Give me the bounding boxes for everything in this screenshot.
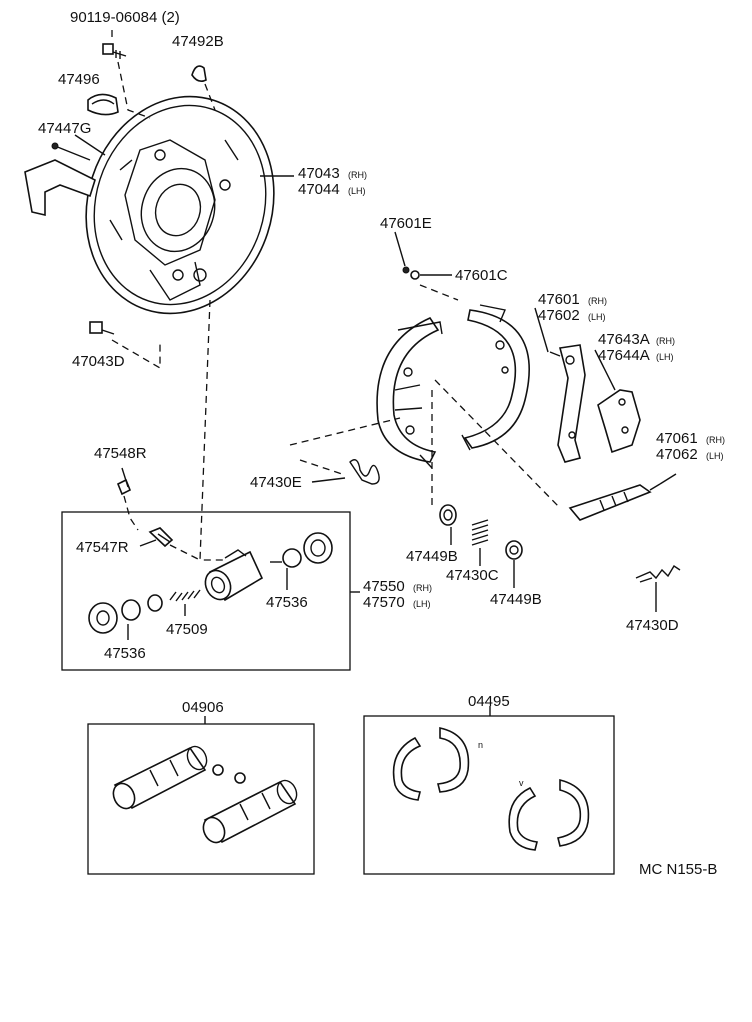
label-47601: 47601 bbox=[538, 291, 580, 308]
plug-47492B[interactable] bbox=[191, 65, 207, 82]
bleeder-screw-47547R[interactable] bbox=[148, 527, 174, 548]
label-47062-lh: (LH) bbox=[706, 451, 724, 461]
wheel-cylinder-body[interactable] bbox=[201, 549, 264, 604]
label-47449B-b: 47449B bbox=[490, 591, 542, 608]
dash-47043D bbox=[111, 339, 161, 370]
wheel-cylinder-box bbox=[61, 511, 351, 671]
label-47449B-a: 47449B bbox=[406, 548, 458, 565]
boot-left[interactable] bbox=[88, 602, 118, 634]
label-47602: 47602 bbox=[538, 307, 580, 324]
label-47548R: 47548R bbox=[94, 445, 147, 462]
mark-v: v bbox=[519, 778, 524, 788]
brake-shoe-rear[interactable] bbox=[461, 304, 530, 451]
label-47430C: 47430C bbox=[446, 567, 499, 584]
label-90119-06084: 90119-06084 (2) bbox=[70, 9, 180, 26]
label-47496: 47496 bbox=[58, 71, 100, 88]
label-47509: 47509 bbox=[166, 621, 208, 638]
label-47044-lh: (LH) bbox=[348, 186, 366, 196]
dash-plate-to-cylinder bbox=[199, 299, 225, 561]
dash-90119 bbox=[111, 30, 151, 119]
label-47550: 47550 bbox=[363, 578, 405, 595]
kit-04906-cap-b[interactable] bbox=[234, 772, 246, 784]
parking-lever-47601[interactable] bbox=[549, 344, 586, 463]
cup-47449B-b[interactable] bbox=[505, 540, 523, 560]
kit-04495-shoe-c[interactable] bbox=[508, 786, 538, 851]
label-kit-04495: 04495 bbox=[468, 693, 510, 710]
diagram-code: MC N155-B bbox=[639, 861, 717, 878]
spring-47509[interactable] bbox=[169, 589, 201, 602]
spring-47430D[interactable] bbox=[635, 565, 681, 583]
label-47062: 47062 bbox=[656, 446, 698, 463]
label-47043D: 47043D bbox=[72, 353, 125, 370]
washer-47601C[interactable] bbox=[410, 270, 420, 280]
bleeder-cap-47548R[interactable] bbox=[116, 478, 132, 496]
label-47430D: 47430D bbox=[626, 617, 679, 634]
label-47570-lh: (LH) bbox=[413, 599, 431, 609]
kit-04906-cylinder-a[interactable] bbox=[109, 743, 210, 812]
spring-47430C[interactable] bbox=[471, 519, 489, 546]
kit-04495-box bbox=[363, 715, 615, 875]
label-47601-rh: (RH) bbox=[588, 296, 607, 306]
kit-04906-box bbox=[87, 723, 315, 875]
leader-47447G bbox=[74, 134, 106, 156]
label-47643A: 47643A bbox=[598, 331, 650, 348]
piston-47536-left[interactable] bbox=[121, 599, 141, 621]
label-47550-rh: (RH) bbox=[413, 583, 432, 593]
label-47061-rh: (RH) bbox=[706, 435, 725, 445]
mark-n: n bbox=[478, 740, 483, 750]
dash-47548R bbox=[123, 495, 139, 531]
label-47601E: 47601E bbox=[380, 215, 432, 232]
kit-04906-cap-a[interactable] bbox=[212, 764, 224, 776]
spring-47430E[interactable] bbox=[349, 459, 380, 485]
label-kit-04906: 04906 bbox=[182, 699, 224, 716]
bolt-47043D[interactable] bbox=[89, 321, 115, 335]
kit-04495-shoe-b[interactable] bbox=[436, 727, 470, 793]
kit-04906-cylinder-b[interactable] bbox=[199, 777, 300, 846]
dash-47430E bbox=[289, 417, 401, 476]
cup-47449B-a[interactable] bbox=[439, 504, 457, 526]
label-47430E: 47430E bbox=[250, 474, 302, 491]
seal-47496[interactable] bbox=[87, 93, 119, 116]
label-47601C: 47601C bbox=[455, 267, 508, 284]
brake-shoe-front[interactable] bbox=[376, 316, 443, 469]
piston-47536-right[interactable] bbox=[282, 548, 302, 568]
label-47547R: 47547R bbox=[76, 539, 129, 556]
label-47644A: 47644A bbox=[598, 347, 650, 364]
kit-04495-shoe-a[interactable] bbox=[392, 736, 422, 801]
adjuster-plate-47643A[interactable] bbox=[597, 389, 641, 454]
label-47447G: 47447G bbox=[38, 120, 91, 137]
label-47043: 47043 bbox=[298, 165, 340, 182]
label-47602-lh: (LH) bbox=[588, 312, 606, 322]
label-47643A-rh: (RH) bbox=[656, 336, 675, 346]
pin-47601E[interactable] bbox=[402, 266, 410, 274]
cup-left[interactable] bbox=[147, 594, 163, 612]
label-47536-lower: 47536 bbox=[104, 645, 146, 662]
bolt-90119[interactable] bbox=[102, 43, 127, 59]
label-47044: 47044 bbox=[298, 181, 340, 198]
boot-right[interactable] bbox=[303, 532, 333, 564]
dash-47492B bbox=[204, 83, 216, 111]
label-47061: 47061 bbox=[656, 430, 698, 447]
label-47492B: 47492B bbox=[172, 33, 224, 50]
label-47644A-lh: (LH) bbox=[656, 352, 674, 362]
dash-47601 bbox=[419, 284, 459, 301]
kit-04495-shoe-d[interactable] bbox=[557, 778, 590, 847]
parking-cable-bracket bbox=[24, 142, 96, 217]
label-47570: 47570 bbox=[363, 594, 405, 611]
dash-strut bbox=[434, 379, 561, 509]
label-47536-upper: 47536 bbox=[266, 594, 308, 611]
dash-47547R bbox=[169, 544, 201, 561]
strut-47061[interactable] bbox=[568, 483, 661, 521]
backing-plate[interactable] bbox=[59, 72, 302, 338]
label-47043-rh: (RH) bbox=[348, 170, 367, 180]
